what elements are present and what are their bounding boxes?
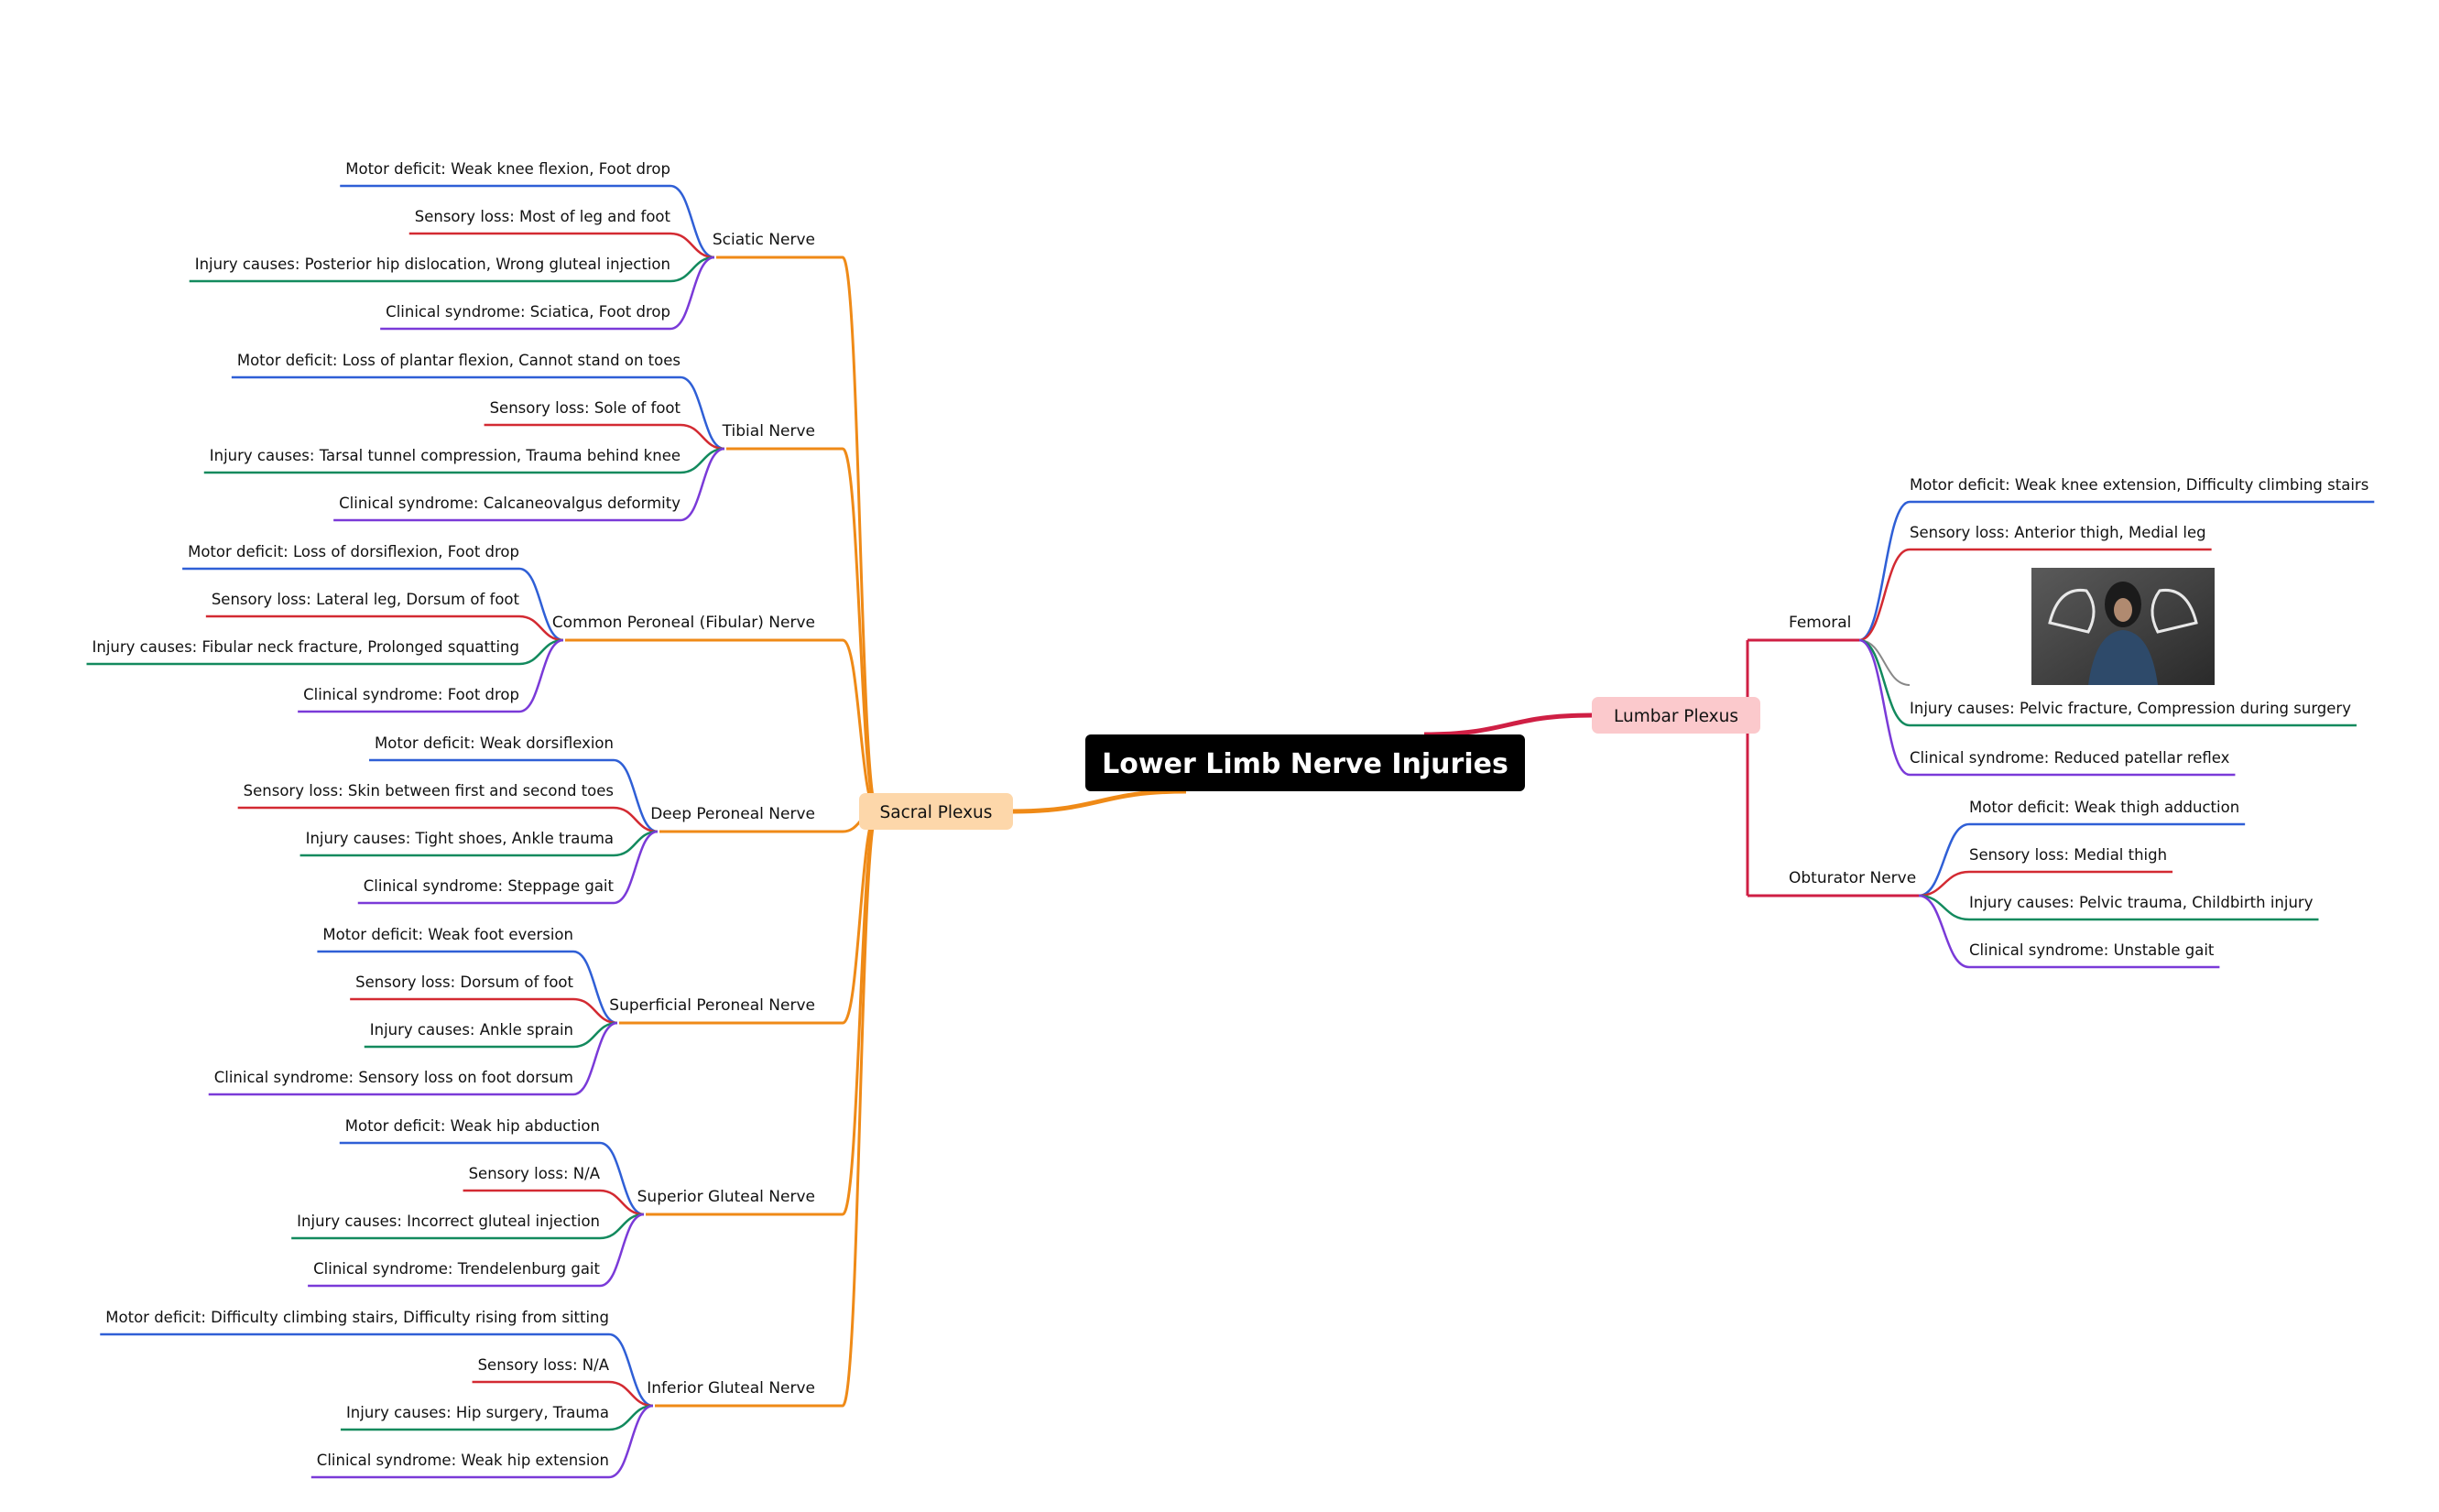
clinical-syndrome-leaf[interactable]: Clinical syndrome: Calcaneovalgus deform… — [339, 495, 681, 512]
link-sensory-loss — [599, 1189, 645, 1216]
link-clinical-syndrome — [613, 830, 659, 905]
sensory-loss-leaf[interactable]: Sensory loss: N/A — [469, 1165, 601, 1182]
link-motor-deficit — [599, 1141, 645, 1216]
link-clinical-syndrome — [599, 1213, 645, 1288]
clinical-syndrome-leaf[interactable]: Clinical syndrome: Unstable gait — [1969, 941, 2215, 959]
injury-causes-leaf[interactable]: Injury causes: Fibular neck fracture, Pr… — [93, 638, 519, 656]
clinical-syndrome-leaf[interactable]: Clinical syndrome: Sciatica, Foot drop — [386, 303, 670, 321]
injury-causes-leaf[interactable]: Injury causes: Hip surgery, Trauma — [346, 1404, 609, 1421]
link-motor-deficit — [613, 758, 659, 833]
sensory-loss-leaf[interactable]: Sensory loss: Anterior thigh, Medial leg — [1910, 524, 2206, 541]
injury-causes-leaf[interactable]: Injury causes: Posterior hip dislocation… — [195, 256, 670, 273]
injury-causes-leaf[interactable]: Injury causes: Tarsal tunnel compression… — [210, 447, 681, 464]
hooded-figure-image — [2031, 568, 2215, 685]
motor-deficit-leaf[interactable]: Motor deficit: Weak knee extension, Diff… — [1910, 476, 2368, 494]
injury-causes-leaf[interactable]: Injury causes: Tight shoes, Ankle trauma — [306, 830, 614, 847]
link-sensory-loss — [1918, 870, 1970, 897]
injury-causes-leaf[interactable]: Injury causes: Pelvic trauma, Childbirth… — [1969, 894, 2314, 911]
sacral-nerve-1-label[interactable]: Tibial Nerve — [722, 422, 815, 441]
sensory-loss-leaf[interactable]: Sensory loss: Skin between first and sec… — [244, 782, 614, 800]
sensory-loss-leaf[interactable]: Sensory loss: Most of leg and foot — [415, 208, 671, 225]
central-topic-label: Lower Limb Nerve Injuries — [1102, 748, 1508, 780]
sacral-nerve-3-label[interactable]: Deep Peroneal Nerve — [650, 805, 815, 823]
links-layer — [86, 184, 2375, 1479]
sacral-nerve-5-label[interactable]: Superior Gluteal Nerve — [637, 1188, 815, 1206]
link-motor-deficit — [1918, 822, 1970, 897]
injury-causes-leaf[interactable]: Injury causes: Ankle sprain — [370, 1021, 573, 1039]
link-motor-deficit — [608, 1333, 654, 1408]
link-center-lumbar — [1423, 712, 1593, 737]
link-center-sacral — [1012, 789, 1187, 814]
link-clinical-syndrome — [572, 1021, 618, 1096]
motor-deficit-leaf[interactable]: Motor deficit: Loss of dorsiflexion, Foo… — [188, 543, 519, 560]
link-motor-deficit — [518, 567, 564, 642]
clinical-syndrome-leaf[interactable]: Clinical syndrome: Reduced patellar refl… — [1910, 749, 2230, 767]
link-motor-deficit — [1858, 500, 1911, 642]
motor-deficit-leaf[interactable]: Motor deficit: Weak knee flexion, Foot d… — [345, 160, 670, 178]
sensory-loss-leaf[interactable]: Sensory loss: Dorsum of foot — [355, 974, 573, 991]
motor-deficit-leaf[interactable]: Motor deficit: Weak hip abduction — [345, 1117, 600, 1135]
sacral-nerve-2-label[interactable]: Common Peroneal (Fibular) Nerve — [552, 614, 815, 632]
injury-causes-leaf[interactable]: Injury causes: Incorrect gluteal injecti… — [297, 1213, 600, 1230]
sensory-loss-leaf[interactable]: Sensory loss: N/A — [478, 1356, 610, 1374]
motor-deficit-leaf[interactable]: Motor deficit: Weak foot eversion — [322, 926, 573, 943]
link-sensory-loss — [1858, 548, 1911, 642]
motor-deficit-leaf[interactable]: Motor deficit: Loss of plantar flexion, … — [237, 352, 681, 369]
sacral-nerve-4-label[interactable]: Superficial Peroneal Nerve — [609, 996, 815, 1015]
central-topic-node[interactable] — [1085, 734, 1525, 791]
clinical-syndrome-leaf[interactable]: Clinical syndrome: Trendelenburg gait — [313, 1260, 600, 1278]
link-sacral-nerve-0 — [841, 256, 879, 813]
sacral-plexus-node[interactable] — [859, 793, 1013, 830]
clinical-syndrome-leaf[interactable]: Clinical syndrome: Sensory loss on foot … — [214, 1069, 573, 1086]
link-motor-deficit — [680, 375, 725, 451]
motor-deficit-leaf[interactable]: Motor deficit: Weak dorsiflexion — [375, 734, 614, 752]
clinical-syndrome-leaf[interactable]: Clinical syndrome: Foot drop — [303, 686, 519, 703]
link-motor-deficit — [572, 950, 618, 1025]
clinical-syndrome-leaf[interactable]: Clinical syndrome: Weak hip extension — [317, 1452, 609, 1469]
link-clinical-syndrome — [518, 638, 564, 713]
motor-deficit-leaf[interactable]: Motor deficit: Weak thigh adduction — [1969, 799, 2239, 816]
link-sacral-nerve-6 — [841, 810, 879, 1408]
link-clinical-syndrome — [1918, 894, 1970, 969]
link-motor-deficit — [670, 184, 715, 259]
sacral-nerve-0-label[interactable]: Sciatic Nerve — [713, 231, 815, 249]
sensory-loss-leaf[interactable]: Sensory loss: Medial thigh — [1969, 846, 2167, 864]
lumbar-nerve-0-label[interactable]: Femoral — [1789, 614, 1851, 632]
sacral-nerve-6-label[interactable]: Inferior Gluteal Nerve — [647, 1379, 815, 1398]
link-clinical-syndrome — [1858, 638, 1911, 777]
link-sensory-loss — [572, 997, 618, 1025]
link-clinical-syndrome — [670, 256, 715, 331]
link-sensory-loss — [608, 1380, 654, 1408]
lumbar-plexus-label: Lumbar Plexus — [1614, 707, 1738, 726]
link-sensory-loss — [680, 423, 725, 451]
link-sensory-loss — [670, 232, 715, 259]
motor-deficit-leaf[interactable]: Motor deficit: Difficulty climbing stair… — [105, 1309, 609, 1326]
lumbar-nerve-1-label[interactable]: Obturator Nerve — [1789, 869, 1916, 887]
injury-causes-leaf[interactable]: Injury causes: Pelvic fracture, Compress… — [1910, 700, 2351, 717]
lumbar-plexus-node[interactable] — [1592, 697, 1760, 734]
sensory-loss-leaf[interactable]: Sensory loss: Lateral leg, Dorsum of foo… — [212, 591, 520, 608]
sacral-plexus-label: Sacral Plexus — [880, 803, 993, 822]
link-clinical-syndrome — [680, 447, 725, 522]
clinical-syndrome-leaf[interactable]: Clinical syndrome: Steppage gait — [364, 877, 615, 895]
link-clinical-syndrome — [608, 1404, 654, 1479]
link-sensory-loss — [518, 615, 564, 642]
link-sensory-loss — [613, 806, 659, 833]
sensory-loss-leaf[interactable]: Sensory loss: Sole of foot — [490, 399, 681, 417]
link-image-node — [1858, 639, 1911, 686]
